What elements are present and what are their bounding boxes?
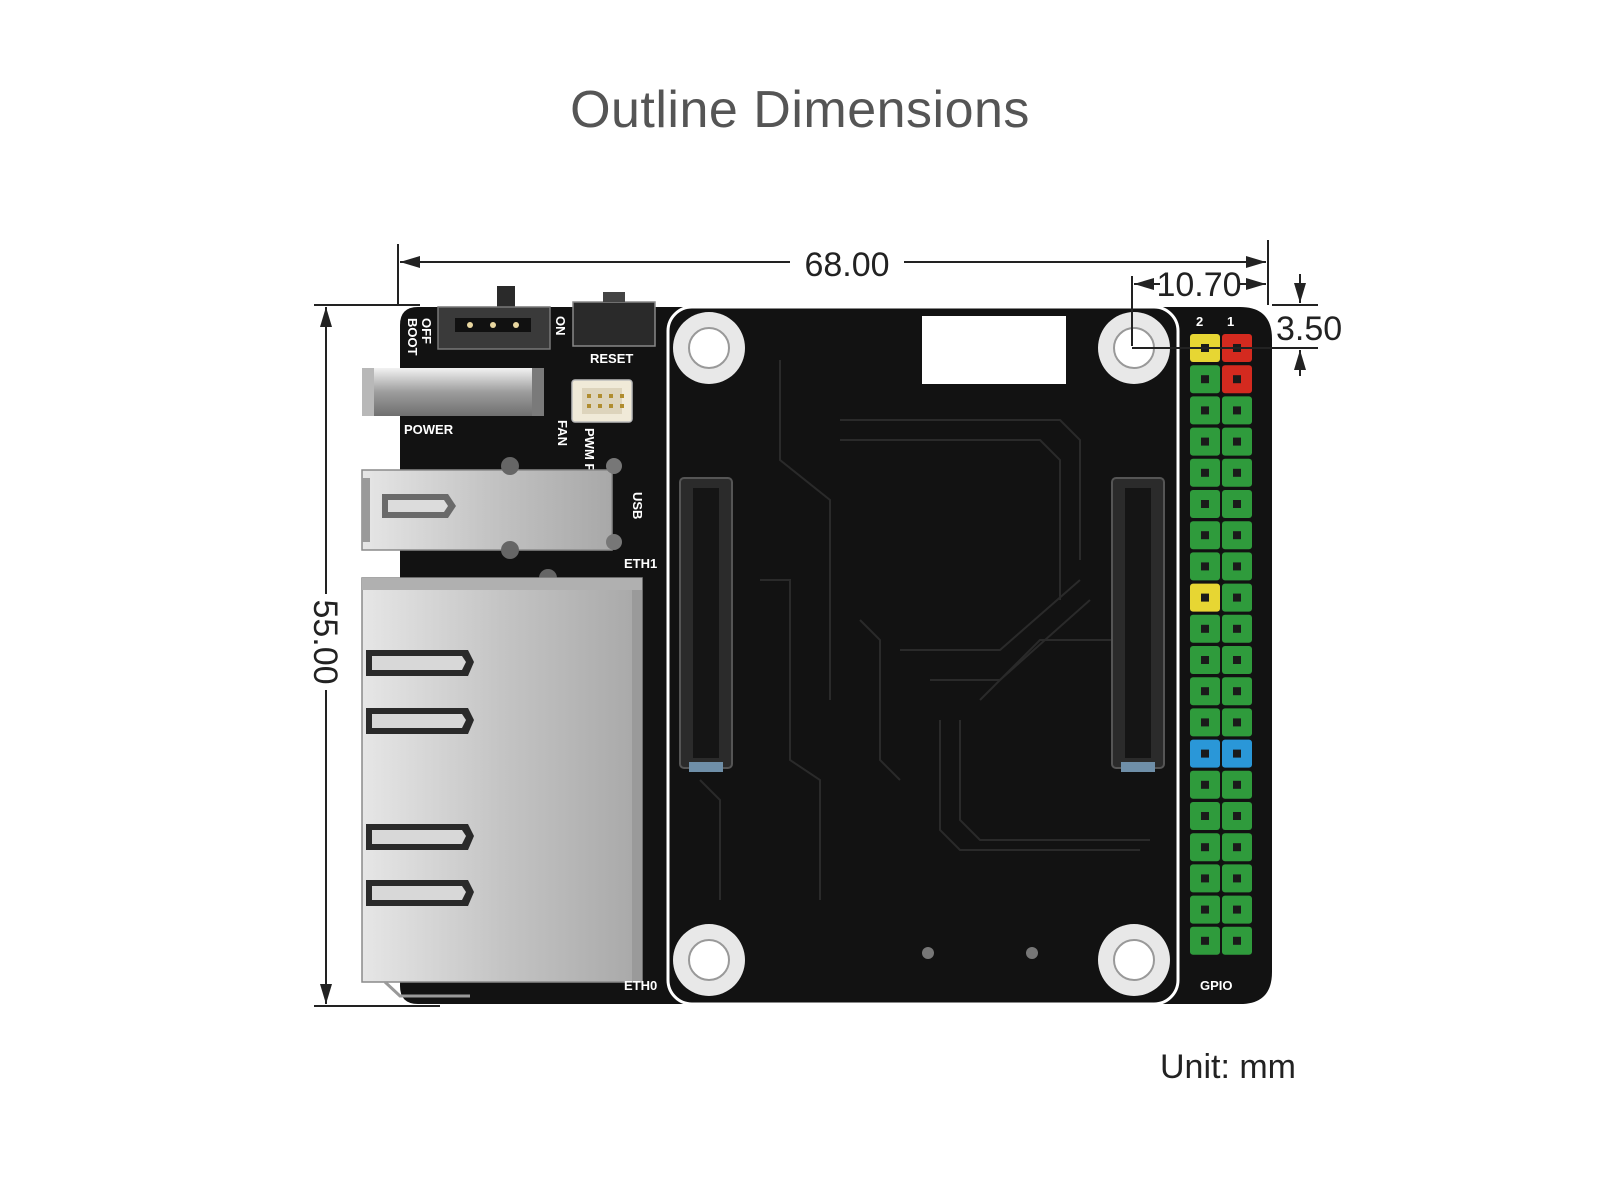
eth0-label: ETH0: [624, 978, 657, 993]
gpio-pin: [1201, 812, 1209, 820]
page-title: Outline Dimensions: [570, 81, 1030, 139]
board-connector-right: [1111, 477, 1165, 772]
gpio-pin2-label: 2: [1196, 314, 1203, 329]
reset-label: RESET: [590, 351, 633, 366]
gpio-pin: [1201, 687, 1209, 696]
dim-hole-offset: [1132, 274, 1318, 376]
gpio-pin: [1233, 437, 1241, 446]
dim-height: [314, 304, 440, 1007]
gpio-pin: [1233, 687, 1241, 696]
gpio-pin: [1233, 531, 1241, 540]
gpio-pin: [1233, 624, 1241, 633]
gpio-pin: [1233, 749, 1241, 758]
gpio-pin: [1233, 562, 1241, 571]
gpio-pin: [1201, 562, 1209, 571]
dim-gpio-offset-value: 10.70: [1156, 266, 1241, 304]
gpio-pin: [1201, 936, 1209, 945]
power-barrel-connector: [362, 368, 544, 416]
power-label: POWER: [404, 422, 454, 437]
fan-header: [571, 379, 633, 423]
gpio-pin: [1233, 468, 1241, 477]
gpio-pin: [1233, 406, 1241, 415]
gpio-pin: [1233, 936, 1241, 945]
dim-width: [397, 240, 1269, 305]
gpio-pin: [1233, 812, 1241, 820]
gpio-pin: [1233, 780, 1241, 789]
gpio-pin: [1201, 749, 1209, 758]
unit-label: Unit: mm: [1160, 1048, 1296, 1086]
boot-switch-on-label: ON: [553, 316, 568, 336]
eth1-label: ETH1: [624, 556, 657, 571]
board-connector-left: [679, 477, 733, 772]
gpio-pin: [1201, 843, 1209, 852]
dim-height-value: 55.00: [306, 599, 344, 684]
gpio-label: GPIO: [1200, 978, 1233, 993]
dim-width-value: 68.00: [804, 246, 889, 284]
reset-button: [572, 292, 656, 347]
gpio-pin: [1201, 718, 1209, 727]
gpio-pin: [1201, 406, 1209, 415]
gpio-pin: [1201, 375, 1209, 384]
gpio-pin: [1233, 656, 1241, 664]
ethernet-port-block: [361, 577, 643, 998]
dim-hole-offset-value: 3.50: [1276, 310, 1342, 348]
blank-label: [922, 316, 1066, 384]
gpio-pin: [1201, 593, 1209, 602]
gpio-pin: [1233, 905, 1241, 914]
gpio-pin: [1233, 718, 1241, 727]
usb-label: USB: [630, 492, 645, 519]
gpio-pin: [1201, 437, 1209, 446]
fan-label: FAN: [555, 420, 570, 446]
boot-switch-boot-label: BOOT: [405, 318, 420, 356]
gpio-pin: [1201, 780, 1209, 789]
gpio-pin: [1201, 531, 1209, 540]
gpio-pin1-label: 1: [1227, 314, 1234, 329]
boot-switch-off-label: OFF: [419, 318, 434, 344]
gpio-pin: [1233, 874, 1241, 883]
gpio-pin: [1201, 468, 1209, 477]
dim-gpio-offset: [1131, 276, 1266, 346]
gpio-pin: [1233, 593, 1241, 602]
gpio-pin: [1233, 500, 1241, 508]
pcb-traces: [699, 360, 1150, 900]
usb-port: [361, 458, 622, 551]
pcb-inner-outline: [666, 305, 1180, 1006]
gpio-pin: [1201, 905, 1209, 914]
gpio-pin: [1201, 500, 1209, 508]
gpio-pin: [1233, 375, 1241, 384]
boot-switch: [437, 286, 551, 350]
gpio-pin: [1201, 874, 1209, 883]
gpio-pin: [1201, 624, 1209, 633]
gpio-pin: [1233, 843, 1241, 852]
gpio-pin: [1201, 656, 1209, 664]
